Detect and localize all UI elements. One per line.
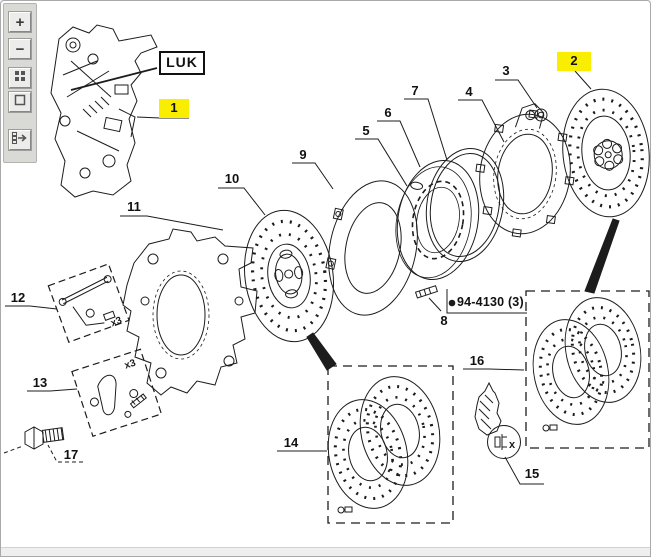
callout-3-leader xyxy=(495,79,538,109)
callout-12[interactable]: 12 xyxy=(10,290,26,305)
part-1-clutch-assembly[interactable] xyxy=(50,24,158,198)
part-2-driven-disc[interactable] xyxy=(557,85,651,221)
callout-8-leader xyxy=(428,297,442,312)
callout-13-leader xyxy=(27,388,78,392)
callout-1-leader xyxy=(136,116,189,119)
callout-17[interactable]: 17 xyxy=(63,447,79,462)
quantity-note-13: x3 xyxy=(123,358,137,372)
single-view-button[interactable] xyxy=(8,91,32,113)
part-12-lever-kit[interactable]: x3 xyxy=(47,263,130,345)
minus-icon: − xyxy=(15,40,25,58)
callout-6-leader xyxy=(377,120,421,168)
callout-6[interactable]: 6 xyxy=(384,105,392,120)
export-panel-button[interactable] xyxy=(8,129,32,151)
arrow-right-icon xyxy=(12,131,28,149)
detail-marker: x xyxy=(509,439,516,451)
callout-14[interactable]: 14 xyxy=(283,435,299,450)
part-16-disc-kit[interactable] xyxy=(524,290,650,449)
part-3-nut[interactable] xyxy=(534,108,548,122)
diagram-toolbar: + − xyxy=(3,3,37,163)
part-14-disc-kit[interactable] xyxy=(318,365,454,524)
callout-16[interactable]: 16 xyxy=(469,353,485,368)
tile-view-button[interactable] xyxy=(8,67,32,89)
detail-arrow-16 xyxy=(584,218,620,294)
grid-icon xyxy=(14,69,26,87)
part-7-ring[interactable] xyxy=(418,142,513,267)
plus-icon: + xyxy=(15,13,25,31)
callout-13[interactable]: 13 xyxy=(32,375,48,390)
callout-9[interactable]: 9 xyxy=(299,147,307,162)
brand-leader-line xyxy=(70,67,158,91)
callout-7[interactable]: 7 xyxy=(411,83,419,98)
callout-10[interactable]: 10 xyxy=(224,171,240,186)
square-icon xyxy=(14,93,26,111)
callout-11-leader xyxy=(120,215,224,231)
part-4-pressure-plate[interactable] xyxy=(468,97,584,243)
callout-9-leader xyxy=(292,162,334,190)
callout-1[interactable]: 1 xyxy=(159,99,189,118)
quantity-note-12: x3 xyxy=(109,315,124,329)
part-code-label[interactable]: 94-4130 (3) xyxy=(457,295,524,309)
callout-7-leader xyxy=(404,98,448,161)
callout-4-leader xyxy=(458,99,505,143)
callout-17-leader xyxy=(47,444,83,463)
callout-12-leader xyxy=(5,305,58,310)
part-6-diaphragm-spring[interactable] xyxy=(387,154,488,286)
horizontal-scrollbar[interactable] xyxy=(1,547,650,556)
detail-arrow-14 xyxy=(306,332,337,371)
part-10-clutch-disc[interactable] xyxy=(236,205,342,348)
callout-11[interactable]: 11 xyxy=(127,199,141,214)
callout-4[interactable]: 4 xyxy=(465,84,473,99)
part-15-retainer[interactable]: x xyxy=(474,381,521,459)
part-17-bolt[interactable] xyxy=(3,426,65,454)
callout-5-leader xyxy=(355,138,408,187)
part-11-clutch-cover[interactable] xyxy=(122,228,258,396)
part-13-lever-kit[interactable]: x3 xyxy=(71,348,163,437)
callout-10-leader xyxy=(218,187,266,216)
callout-5[interactable]: 5 xyxy=(362,123,370,138)
callout-15-leader xyxy=(504,456,544,485)
callout-15[interactable]: 15 xyxy=(524,466,540,481)
callout-8[interactable]: 8 xyxy=(440,313,448,328)
callout-3[interactable]: 3 xyxy=(502,63,510,78)
brand-label: LUK xyxy=(159,51,205,75)
part-8-pin[interactable] xyxy=(414,285,439,299)
callout-16-leader xyxy=(463,368,525,371)
zoom-out-button[interactable]: − xyxy=(8,38,32,60)
callout-2-leader xyxy=(574,70,592,90)
callout-2[interactable]: 2 xyxy=(557,52,591,71)
zoom-in-button[interactable]: + xyxy=(8,11,32,33)
part-code-bracket xyxy=(446,289,527,314)
part-5-tab[interactable] xyxy=(410,181,424,190)
